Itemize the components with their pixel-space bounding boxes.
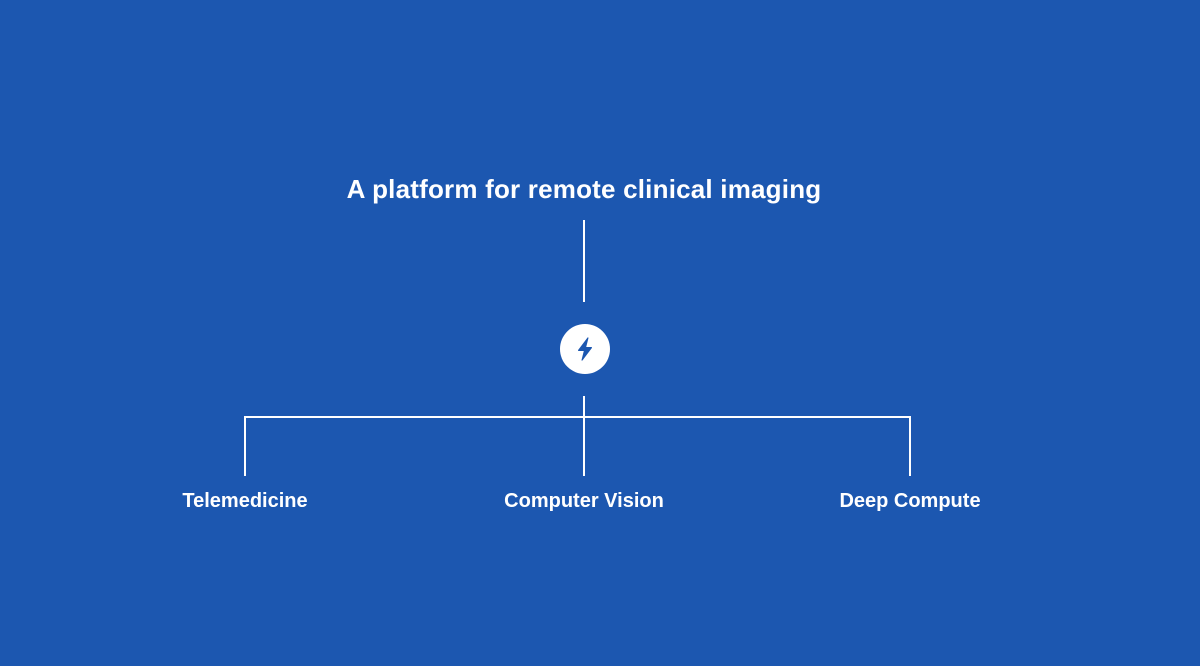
branch-label-deep-compute: Deep Compute — [839, 490, 981, 512]
connector-title-to-hub — [583, 220, 585, 302]
connector-to-deep-compute — [909, 416, 911, 476]
connector-hub-to-center — [583, 396, 585, 476]
branch-label-computer-vision: Computer Vision — [504, 490, 664, 512]
connector-horizontal-bar — [244, 416, 911, 418]
hub-node — [560, 324, 610, 374]
diagram-title: A platform for remote clinical imaging — [346, 174, 822, 204]
branch-label-telemedicine: Telemedicine — [182, 490, 308, 512]
connector-to-telemedicine — [244, 416, 246, 476]
lightning-bolt-icon — [578, 337, 592, 361]
